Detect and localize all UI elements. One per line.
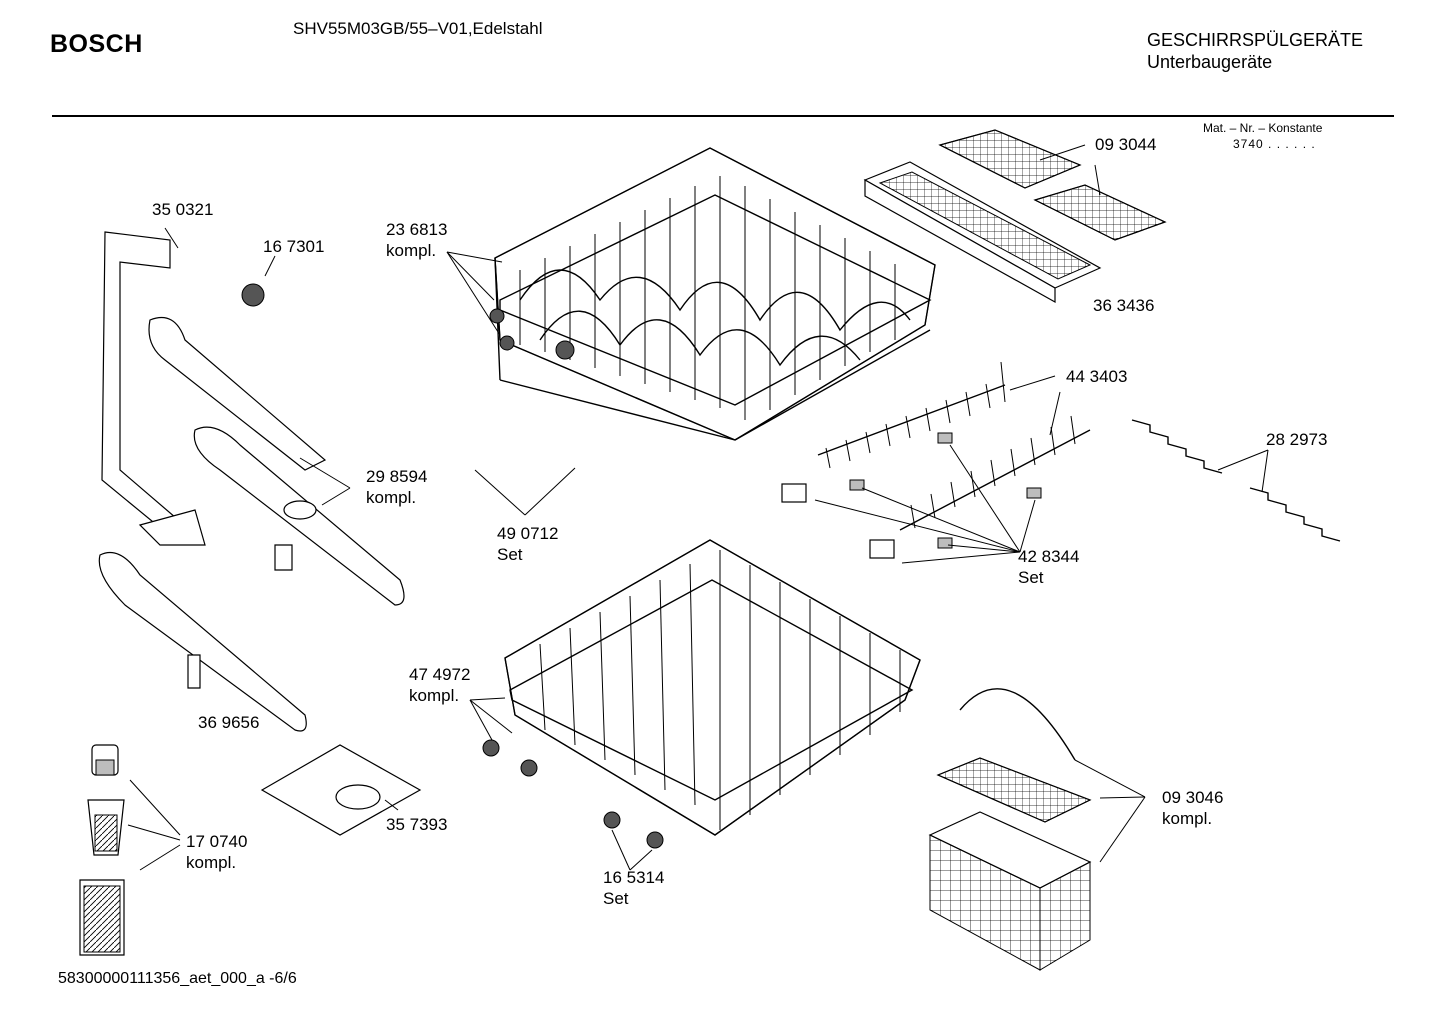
filter-plate-drawing [260,744,422,836]
part-label-363436: 36 3436 [1093,296,1155,315]
part-label-093044: 09 3044 [1095,135,1157,154]
document-id: 58300000111356_aet_000_a -6/6 [58,970,297,987]
part-label-357393: 35 7393 [386,815,448,834]
material-number-value: 3740 . . . . . . [1233,137,1316,151]
leader-lines [127,144,1269,871]
part-label-350321: 35 0321 [152,200,214,219]
part-label-282973: 28 2973 [1266,430,1328,449]
upper-basket-drawing [489,147,936,441]
material-number-label: Mat. – Nr. – Konstante [1203,121,1323,135]
part-label-369656: 36 9656 [198,713,260,732]
folding-rack-drawing [781,361,1091,559]
brand-logo: BOSCH [50,30,143,58]
category-title: GESCHIRRSPÜLGERÄTE [1147,30,1364,50]
part-label-167301: 16 7301 [263,237,325,256]
spray-arm-drawing [98,231,405,732]
header-divider [52,115,1394,117]
category-subtitle: Unterbaugeräte [1147,52,1273,72]
step-insert-drawing [1131,419,1341,542]
lower-basket-drawing [482,539,921,849]
filter-assembly-drawing [79,744,125,956]
cutlery-basket-drawing [928,688,1092,971]
model-designation: SHV55M03GB/55–V01,Edelstahl [293,19,543,38]
cutlery-tray-drawing [863,129,1167,304]
part-label-443403: 44 3403 [1066,367,1128,386]
